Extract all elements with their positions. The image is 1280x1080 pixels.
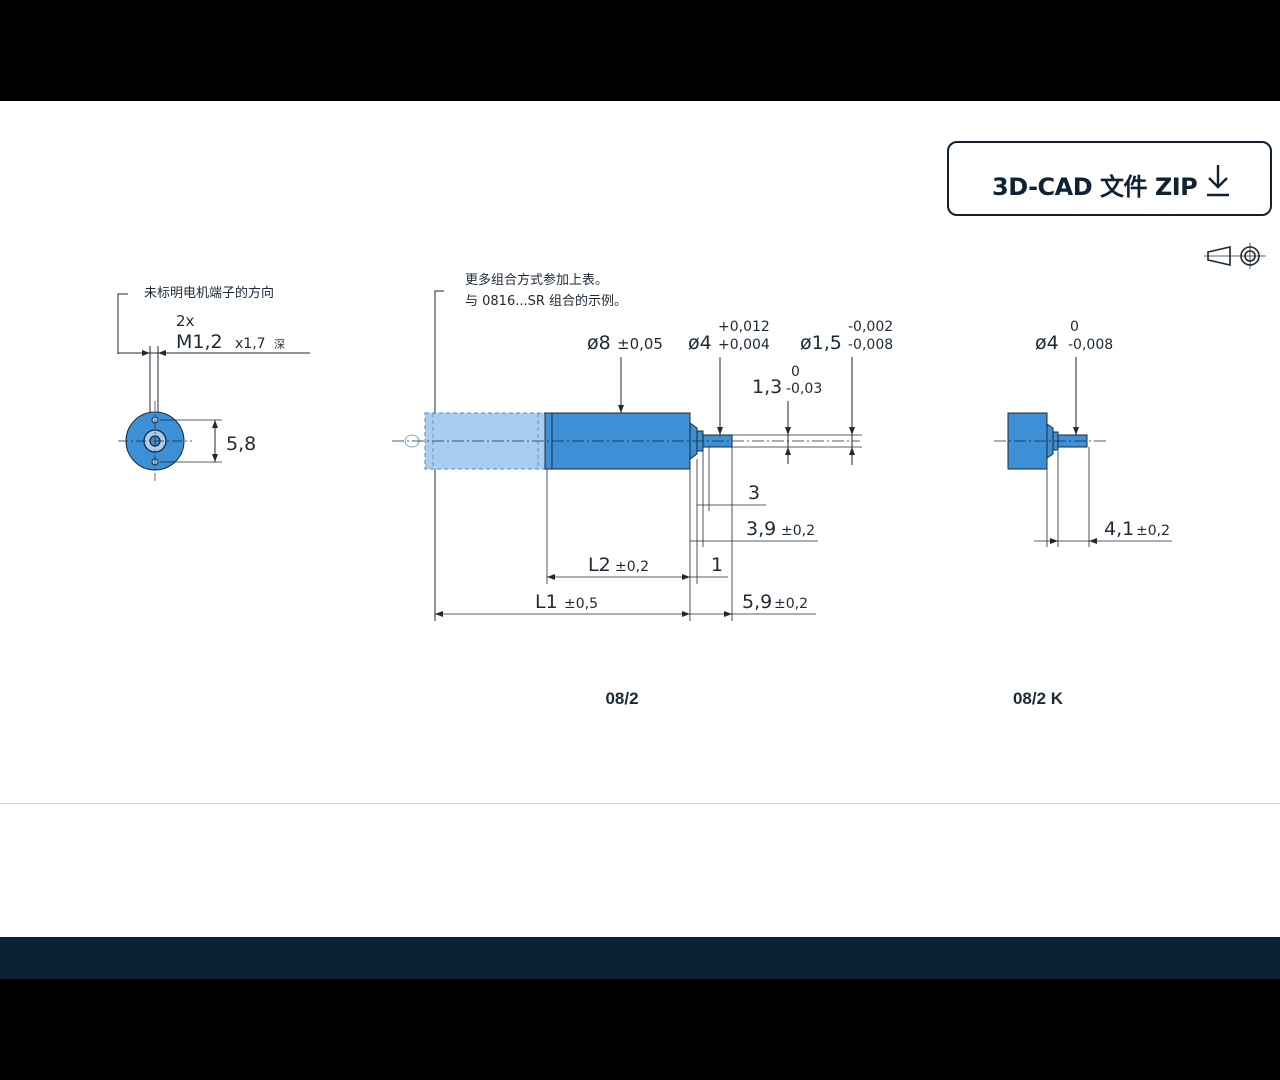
front-thread-label: M1,2 <box>176 331 223 353</box>
side-note-line2: 与 0816...SR 组合的示例。 <box>465 293 627 309</box>
dim-59-tol: ±0,2 <box>774 596 808 612</box>
k-view: 0 ø4 -0,008 4,1 ±0,2 08/2 K <box>994 319 1172 708</box>
dim-body-diameter-tol: ±0,05 <box>617 335 663 353</box>
dim-shaft15-tol-low: -0,008 <box>848 337 893 353</box>
product-drawing-panel: 3D-CAD 文件 ZIP <box>0 101 1280 937</box>
k-dim: 4,1 <box>1104 518 1134 540</box>
dim-13: 1,3 <box>752 376 782 398</box>
dim-3: 3 <box>748 482 760 504</box>
front-thread-depth: x1,7 <box>235 336 266 352</box>
section-divider <box>0 803 1280 804</box>
side-view: 更多组合方式参加上表。 与 0816...SR 组合的示例。 ø8 ±0,05 … <box>392 272 893 708</box>
dim-l1: L1 <box>535 591 558 613</box>
k-dim-tol: ±0,2 <box>1136 523 1170 539</box>
dim-39: 3,9 <box>746 518 776 540</box>
footer-band <box>0 937 1280 979</box>
front-height-dim: 5,8 <box>226 433 256 455</box>
k-dia-tol-low: -0,008 <box>1068 337 1113 353</box>
technical-drawing: 未标明电机端子的方向 2x M1,2 x1,7 深 5,8 更多组合方式参加上表… <box>117 272 1172 708</box>
dim-13-tol-up: 0 <box>791 364 800 380</box>
dim-1: 1 <box>711 554 723 576</box>
k-view-caption: 08/2 K <box>1013 689 1064 708</box>
download-icon <box>1207 165 1229 197</box>
dim-l2: L2 <box>588 554 611 576</box>
dim-shaft15-diameter: ø1,5 <box>800 332 842 354</box>
dim-shaft4-tol-up: +0,012 <box>718 319 770 335</box>
download-3d-cad-button[interactable]: 3D-CAD 文件 ZIP <box>947 141 1272 216</box>
k-dia-tol-up: 0 <box>1070 319 1079 335</box>
top-black-bar <box>0 0 1280 101</box>
dim-shaft4-tol-low: +0,004 <box>718 337 770 353</box>
dim-l1-tol: ±0,5 <box>564 596 598 612</box>
side-note-line1: 更多组合方式参加上表。 <box>465 272 608 288</box>
side-view-caption: 08/2 <box>605 689 638 708</box>
first-angle-projection-icon <box>1204 243 1266 269</box>
dim-shaft4-diameter: ø4 <box>688 332 712 354</box>
dim-13-tol-low: -0,03 <box>786 381 822 397</box>
dim-59: 5,9 <box>742 591 772 613</box>
dim-shaft15-tol-up: -0,002 <box>848 319 893 335</box>
dim-39-tol: ±0,2 <box>781 523 815 539</box>
front-view: 未标明电机端子的方向 2x M1,2 x1,7 深 5,8 <box>117 285 310 481</box>
k-dia: ø4 <box>1035 332 1059 354</box>
bottom-black-bar <box>0 979 1280 1080</box>
front-count-label: 2x <box>176 312 195 330</box>
front-depth-word: 深 <box>274 338 285 351</box>
dim-body-diameter: ø8 <box>587 332 611 354</box>
dim-l2-tol: ±0,2 <box>615 559 649 575</box>
front-view-note: 未标明电机端子的方向 <box>144 285 274 301</box>
download-3d-cad-label: 3D-CAD 文件 ZIP <box>992 173 1198 201</box>
